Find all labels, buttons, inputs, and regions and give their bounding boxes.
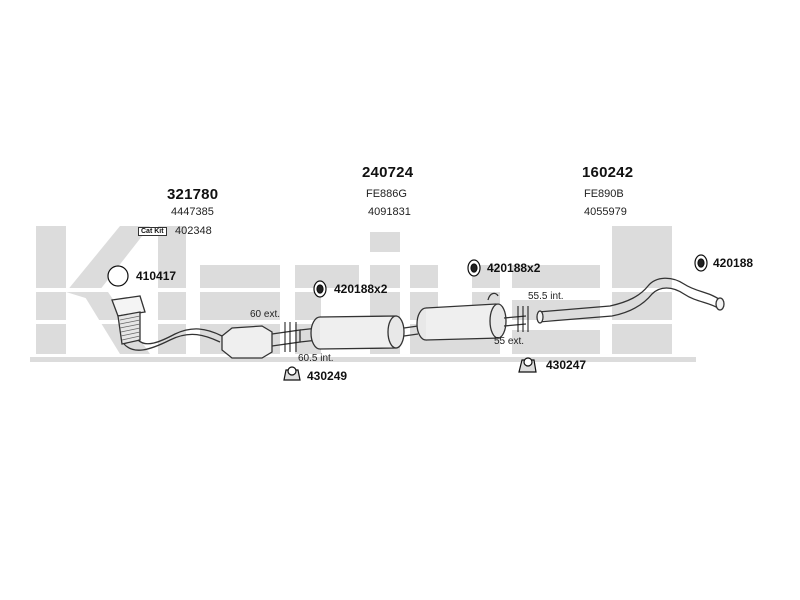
rear-part-number: 160242 [582,164,634,181]
gasket-label: 410417 [136,269,177,283]
mount-rear-label: 420188 [713,256,754,270]
middle-oe-number: 4091831 [368,206,411,218]
catkit-badge: Cat Kit [138,227,167,236]
middle-silencer [319,315,397,350]
tailpipe [537,277,721,313]
clamp-front-label: 430249 [307,369,348,383]
middle-part-number: 240724 [362,164,414,181]
measurement-60-ext: 60 ext. [250,309,281,320]
mount-mid2-label: 420188x2 [487,261,541,275]
front-part-number: 321780 [167,186,219,203]
middle-code: FE886G [366,188,407,200]
measurement-55-ext: 55 ext. [494,336,525,347]
catalytic-converter [221,325,273,359]
manifold-flange [111,295,146,317]
clamp-rear-label: 430247 [546,358,587,372]
front-oe-number: 4447385 [171,206,214,218]
measurement-55-5-int: 55.5 int. [528,291,564,302]
gasket-ring [107,265,129,287]
rear-oe-number: 4055979 [584,206,627,218]
mount-mid-label: 420188x2 [334,282,388,296]
measurement-60-5-int: 60.5 int. [298,353,334,364]
rear-code: FE890B [584,188,624,200]
front-pipe [123,333,221,351]
catkit-number: 402348 [175,225,212,237]
rear-silencer [425,303,501,341]
flexi-pipe [117,311,141,345]
